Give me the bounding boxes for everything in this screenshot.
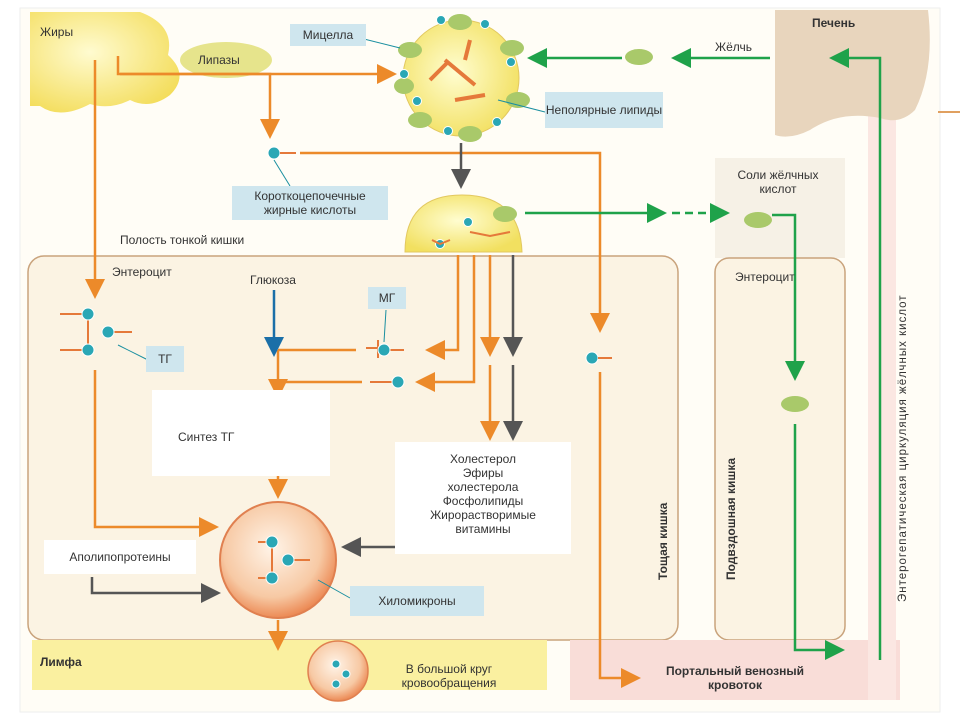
chylomicron-callout-line	[317, 579, 351, 599]
nonpolar-callout-line	[497, 99, 546, 113]
nonpolar-lipids-label: Неполярные липиды	[545, 92, 663, 128]
ileum-label: Подвздошная кишка	[724, 457, 738, 580]
lymph-band	[32, 640, 547, 690]
cholesterol-esters-line: холестерола	[447, 480, 519, 494]
liver-label: Печень	[812, 16, 856, 30]
fat-soluble-line: Жирорастворимые	[430, 508, 536, 522]
micelle-lipid-rods	[428, 39, 486, 102]
bile-acid-salts-label: Соли жёлчных кислот	[737, 168, 819, 196]
dome-lipids	[431, 231, 511, 246]
dome-droplet	[493, 206, 517, 222]
lymph-chylomicron	[307, 640, 369, 702]
cholesterol-line: Холестерол	[449, 452, 517, 466]
fatty-acid-molecule	[267, 146, 281, 160]
enterohepatic-band	[868, 60, 896, 700]
tg-molecule	[60, 307, 132, 357]
chylomicrons-label: Хиломикроны	[350, 586, 484, 616]
micelle-droplets	[394, 14, 530, 142]
glucose-label: Глюкоза	[250, 273, 296, 287]
enterocyte-left-label: Энтероцит	[112, 265, 172, 279]
short-chain-fa-label: Короткоцепочечные жирные кислоты	[232, 186, 388, 220]
fats-label: Жиры	[40, 25, 74, 39]
mg-label: МГ	[368, 287, 406, 309]
fa-callout-line	[273, 159, 291, 187]
tg-callout-line	[117, 344, 149, 361]
chylomicron-molecules	[265, 535, 295, 585]
orange-arrows	[85, 56, 641, 688]
tg-label: ТГ	[146, 346, 184, 372]
micelle-molecules	[399, 15, 516, 136]
chylomicron-circle	[219, 501, 337, 619]
liver-shape	[775, 10, 930, 137]
bile-label: Жёлчь	[715, 40, 752, 54]
micelle-callout-line	[359, 37, 401, 49]
enterocyte-right-region	[714, 257, 846, 641]
green-arrows	[525, 48, 882, 660]
fats-blob	[30, 12, 180, 113]
tg-synthesis-box: Синтез ТГ	[152, 390, 330, 476]
portal-blood-label: Портальный венозный кровоток	[665, 664, 805, 692]
lipases-label: Липазы	[198, 53, 240, 67]
free-fatty-acid	[370, 375, 405, 389]
enterocyte-right-label: Энтероцит	[735, 270, 795, 284]
intestine-right-lumen	[715, 158, 845, 258]
enterohepatic-label: Энтерогепатическая циркуляция жёлчных ки…	[897, 294, 909, 602]
lymph-label: Лимфа	[40, 655, 82, 669]
micelle-label: Мицелла	[290, 24, 366, 46]
systemic-circulation-label: В большой круг кровообращения	[401, 662, 497, 690]
lymph-chylomicron-molecules	[331, 659, 351, 689]
short-fa-in-cell	[585, 351, 612, 365]
tg-synthesis-label: Синтез ТГ	[178, 430, 235, 444]
apolipoproteins-label: Аполипопротеины	[44, 540, 196, 574]
vitamins-line: витамины	[455, 522, 511, 536]
intestine-cavity-label: Полость тонкой кишки	[120, 233, 245, 247]
bile-droplet-low	[781, 396, 809, 412]
bile-droplet-mid	[744, 212, 772, 228]
bile-droplet-top	[625, 49, 653, 65]
mg-molecule	[366, 340, 404, 358]
esters-line: Эфиры	[462, 466, 504, 480]
phospholipids-line: Фосфолипиды	[442, 494, 524, 508]
mg-callout-line	[383, 309, 387, 343]
lipases-ellipse	[180, 42, 272, 78]
cholesterol-box: Холестерол Эфиры холестерола Фосфолипиды…	[395, 442, 571, 554]
gray-arrows	[90, 143, 523, 603]
jejunum-label: Тощая кишка	[656, 502, 670, 580]
enterocyte-left-region	[27, 255, 679, 641]
